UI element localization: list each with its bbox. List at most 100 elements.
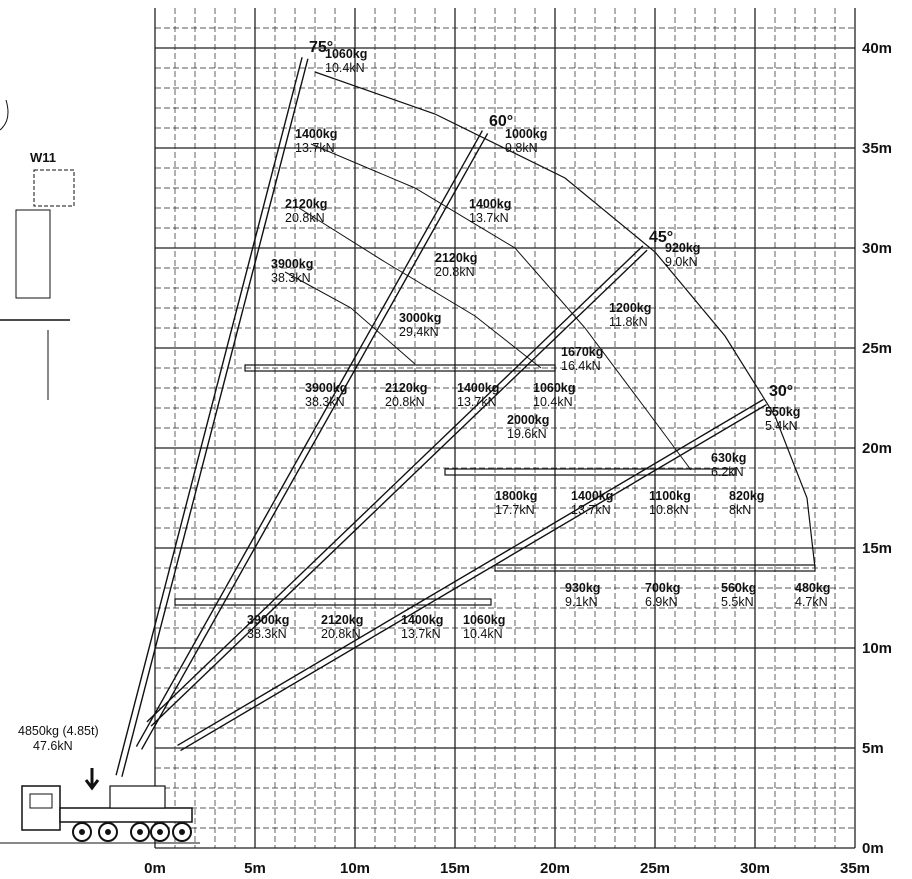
y-tick-label: 25m [862,340,892,357]
x-tick-label: 15m [440,860,470,877]
load-kg-label: 1400kg [401,613,443,627]
boom-edge [115,57,303,776]
load-kg-label: 1100kg [649,489,691,503]
load-kg-label: 1400kg [295,127,337,141]
wheel-hub [179,829,185,835]
load-kg-label: 700kg [645,581,680,595]
load-kn-label: 13.7kN [295,141,335,155]
crane-base [109,785,166,809]
load-kn-label: 8kN [729,503,751,517]
load-kn-label: 4.7kN [795,595,828,609]
load-kg-label: 630kg [711,451,746,465]
boom-angle-label: 75° [309,39,333,56]
truck-illustration [0,768,200,844]
load-kg-label: 1400kg [571,489,613,503]
load-kn-label: 38.3kN [271,271,311,285]
load-kn-label: 13.7kN [401,627,441,641]
y-tick-label: 15m [862,540,892,557]
load-kg-label: 2120kg [435,251,477,265]
x-tick-label: 30m [740,860,770,877]
load-kg-label: 930kg [565,581,600,595]
x-tick-label: 0m [144,860,166,877]
load-kg-label: 1400kg [457,381,499,395]
load-kg-label: 3900kg [247,613,289,627]
truck-weight-kg: 4850kg (4.85t) [18,724,99,738]
load-kg-label: 1800kg [495,489,537,503]
load-kg-label: 3900kg [271,257,313,271]
jib-lines [174,364,816,606]
jib-bar [244,364,556,372]
y-tick-label: 40m [862,40,892,57]
reach-arc [284,271,416,365]
load-kg-label: 1400kg [469,197,511,211]
load-kg-label: 920kg [665,241,700,255]
boom-edge [121,58,309,777]
load-kn-label: 9.8kN [505,141,538,155]
load-kn-label: 16.4kN [561,359,601,373]
load-kg-label: 550kg [765,405,800,419]
x-tick-label: 10m [340,860,370,877]
x-tick-label: 5m [244,860,266,877]
y-tick-label: 0m [862,840,884,857]
load-kg-label: 560kg [721,581,756,595]
load-kg-label: 1060kg [463,613,505,627]
boom-angle-label: 60° [489,113,513,130]
model-label: W11 [30,150,56,165]
load-kn-label: 38.3kN [305,395,345,409]
load-kn-label: 13.7kN [571,503,611,517]
load-kg-label: 3000kg [399,311,441,325]
load-kn-label: 11.8kN [609,315,648,329]
load-kn-label: 10.4kN [533,395,573,409]
x-tick-label: 20m [540,860,570,877]
load-kn-label: 38.3kN [247,627,287,641]
load-kg-label: 1670kg [561,345,603,359]
jib-bar [444,468,736,476]
load-kn-label: 20.8kN [285,211,325,225]
load-kn-label: 9.1kN [565,595,598,609]
wheel-hub [79,829,85,835]
load-kg-label: 1000kg [505,127,547,141]
truck-weight-kn: 47.6kN [33,739,73,753]
y-tick-label: 5m [862,740,884,757]
major-grid [154,8,856,849]
wheel-hub [137,829,143,835]
load-kn-label: 5.5kN [721,595,754,609]
load-kn-label: 20.8kN [385,395,425,409]
figure-body [15,209,51,299]
model-figure [0,99,75,400]
boom-edge [177,398,764,747]
wheel-hub [105,829,111,835]
load-kn-label: 17.7kN [495,503,535,517]
boom-angle-label: 45° [649,229,673,246]
load-kg-label: 1200kg [609,301,651,315]
load-kg-label: 2120kg [385,381,427,395]
reach-arcs [284,71,816,569]
load-kn-label: 19.6kN [507,427,547,441]
load-kg-label: 1060kg [533,381,575,395]
load-kg-label: 3900kg [305,381,347,395]
load-kg-label: 2120kg [285,197,327,211]
load-kn-label: 6.9kN [645,595,678,609]
reach-arc [298,207,542,369]
y-tick-label: 20m [862,440,892,457]
truck-window [29,793,53,809]
load-kg-label: 2000kg [507,413,549,427]
reach-arc [310,143,692,471]
y-tick-label: 10m [862,640,892,657]
boom-edge [180,403,767,752]
load-kg-label: 2120kg [321,613,363,627]
jib-bar [174,598,492,606]
load-kn-label: 10.8kN [649,503,689,517]
load-kn-label: 13.7kN [457,395,497,409]
load-kn-label: 5.4kN [765,419,798,433]
wheel-hub [157,829,163,835]
load-kn-label: 29.4kN [399,325,439,339]
boom-edge [135,130,483,747]
load-kn-label: 10.4kN [463,627,503,641]
load-kg-label: 820kg [729,489,764,503]
load-kn-label: 10.4kN [325,61,365,75]
figure-hook-icon [0,99,9,131]
boom-lines: 75°60°45°30° [115,39,793,777]
